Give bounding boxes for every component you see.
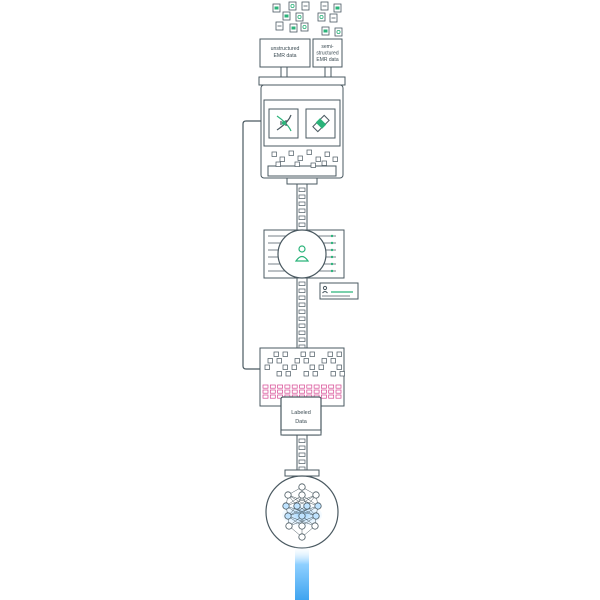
document-icon [320,1,329,11]
semi-label-1: semi- [321,44,334,50]
unstructured-label-2: EMR data [273,53,296,59]
data-fragment [271,151,277,157]
unstructured-emr-box: unstructured EMR data [259,38,311,68]
data-fragment [310,162,316,168]
output-beam [295,545,309,600]
data-fragment [306,149,312,155]
data-fragment [279,156,285,162]
pill-icon [312,114,330,133]
feedback-loop [242,120,261,370]
data-fragment [324,151,330,157]
labeled-data-box: Labeled Data [280,396,322,436]
id-card-icon [319,282,359,300]
document-icon [329,13,338,23]
document-icon [288,1,297,11]
labeled-label-1: Labeled [291,410,311,416]
data-fragment [297,155,303,161]
model-unit [265,469,339,549]
document-icon [333,3,342,13]
data-fragment [315,156,321,162]
conveyor-middle [296,278,308,349]
semi-label-2: structured [316,51,338,57]
conveyor-lower [296,435,308,471]
document-icons-cluster [272,1,343,37]
document-icon [272,3,281,13]
labeled-label-2: Data [295,419,308,425]
data-fragment [332,156,338,162]
conveyor-upper [296,184,308,230]
extracted-fragments [271,149,338,168]
document-icon [300,22,309,32]
document-icon [317,12,326,22]
document-icon [275,21,284,31]
person-icon [294,245,310,262]
document-icon [282,11,291,21]
document-icon [301,1,310,11]
document-icon [295,12,304,22]
dna-icon [276,114,292,132]
neural-network-icon [282,483,322,541]
document-icon [334,27,343,37]
data-fragment [275,161,281,167]
document-icon [289,23,298,33]
input-connectors [280,66,332,78]
annotation-unit [263,229,345,279]
data-fragment [321,160,327,166]
data-fragment [294,161,300,167]
semi-label-3: EMR data [316,57,338,63]
document-icon [321,26,330,36]
extraction-unit [258,76,346,185]
collection-tray [259,347,345,407]
data-fragment [288,150,294,156]
semi-structured-emr-box: semi- structured EMR data [312,38,343,68]
unstructured-label-1: unstructured [271,46,300,52]
